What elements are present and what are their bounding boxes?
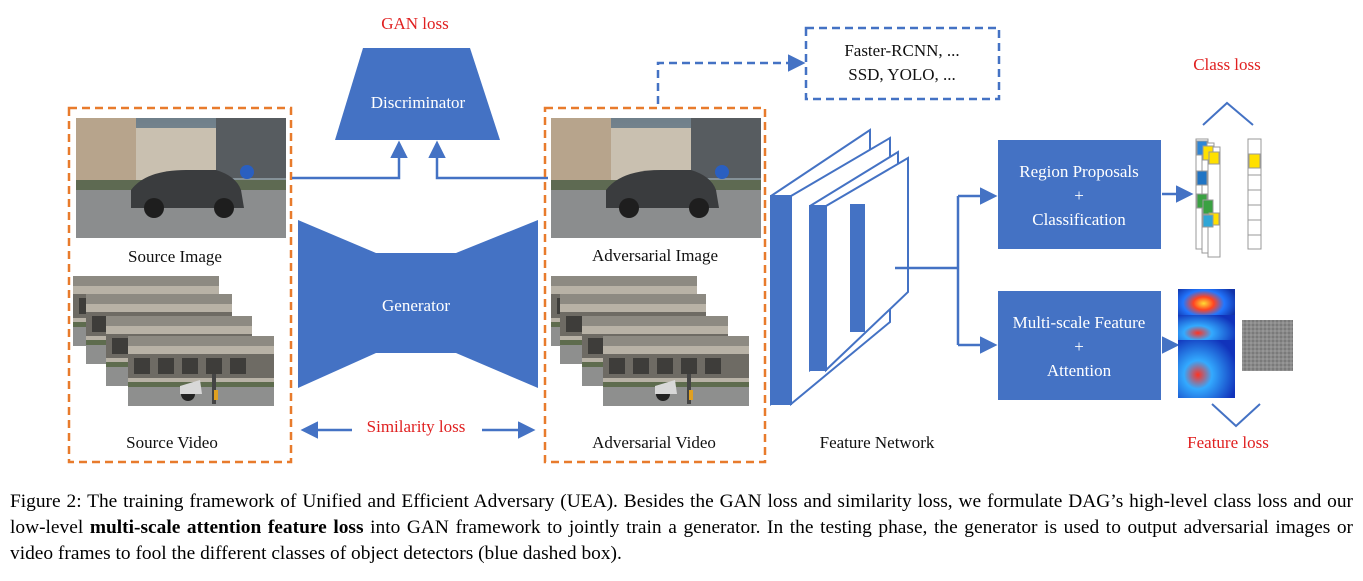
caption-bold: multi-scale attention feature loss — [89, 517, 364, 538]
adversarial-video-frames — [551, 276, 749, 406]
multiscale-line2: + — [1074, 337, 1084, 356]
feature-network-label: Feature Network — [820, 433, 935, 452]
source-video-label: Source Video — [126, 433, 218, 452]
feature-branch-lines — [895, 196, 960, 345]
multiscale-box — [998, 291, 1161, 400]
source-to-discriminator-arrow — [292, 140, 408, 180]
region-proposals-box — [998, 140, 1161, 249]
adversarial-image — [551, 118, 761, 238]
detectors-line2: SSD, YOLO, ... — [848, 65, 956, 84]
multiscale-line3: Attention — [1047, 361, 1112, 380]
discriminator-label: Discriminator — [371, 93, 466, 112]
detectors-dashed-arrow — [656, 54, 806, 104]
attention-heatmaps — [1178, 289, 1293, 398]
feature-loss-bracket — [1211, 403, 1261, 428]
region-line2: + — [1074, 186, 1084, 205]
figure-caption: Figure 2: The training framework of Unif… — [10, 489, 1353, 567]
adversarial-box — [543, 106, 767, 464]
class-loss-label: Class loss — [1193, 55, 1261, 74]
generator-encoder — [298, 220, 376, 388]
class-score-columns — [1195, 138, 1262, 258]
adversarial-to-discriminator-arrow — [428, 140, 548, 180]
detectors-line1: Faster-RCNN, ... — [844, 41, 959, 60]
gan-loss-label: GAN loss — [381, 14, 449, 33]
region-line1: Region Proposals — [1019, 162, 1138, 181]
caption-text-2: into GAN framework to jointly train a ge… — [10, 517, 1353, 564]
multiscale-line1: Multi-scale Feature — [1013, 313, 1146, 332]
source-image — [76, 118, 286, 238]
generator-bottleneck — [376, 253, 456, 353]
source-video-frames — [73, 276, 274, 406]
caption-text-1: Figure 2: The training framework of Unif… — [10, 491, 1353, 538]
feature-network — [770, 128, 909, 407]
generator-label: Generator — [382, 296, 450, 315]
framework-diagram: GAN loss Class loss Discriminator Faster… — [67, 14, 1293, 464]
discriminator-shape — [335, 48, 500, 140]
adversarial-image-label: Adversarial Image — [592, 246, 718, 265]
generator-decoder — [456, 220, 538, 388]
similarity-loss-label: Similarity loss — [367, 417, 466, 436]
detectors-dashed-box — [804, 26, 1001, 101]
source-box — [67, 106, 293, 464]
feature-loss-label: Feature loss — [1187, 433, 1269, 452]
region-line3: Classification — [1032, 210, 1126, 229]
source-image-label: Source Image — [128, 247, 222, 266]
adversarial-video-label: Adversarial Video — [592, 433, 716, 452]
class-loss-bracket — [1202, 101, 1254, 126]
